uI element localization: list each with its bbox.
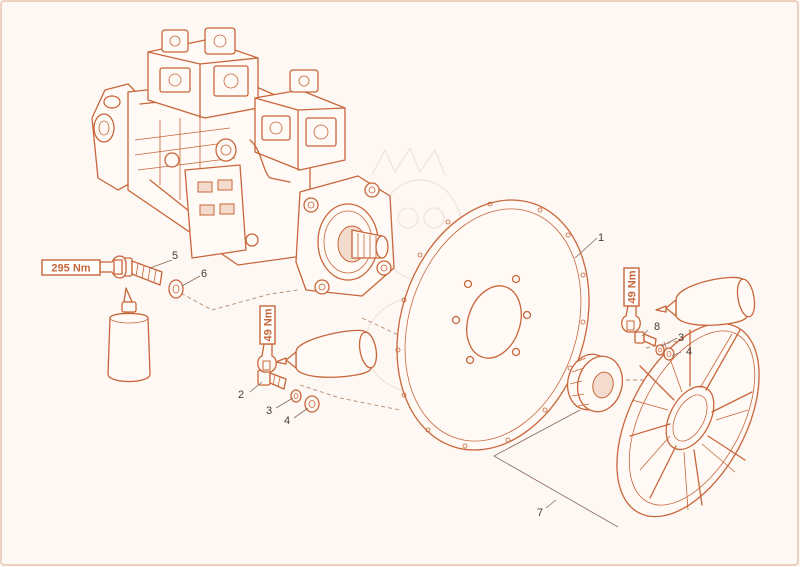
bolt-8 <box>634 331 657 347</box>
part-label-4-right: 4 <box>686 346 692 358</box>
bolt-2 <box>257 369 287 390</box>
part-label-8: 8 <box>654 321 660 333</box>
torque-label-49-left: 49 Nm <box>259 305 276 345</box>
torque-value: 49 Nm <box>627 270 639 303</box>
coupling-star-element <box>616 322 760 518</box>
flywheel-plate <box>395 199 590 451</box>
part-label-7: 7 <box>537 507 543 519</box>
threadlocker-tube-icon <box>275 329 378 378</box>
part-numbers: 1 2 3 4 5 6 7 8 3 4 <box>172 232 692 519</box>
part-label-1: 1 <box>598 232 604 244</box>
wrench-icon <box>257 343 277 373</box>
part-label-2: 2 <box>238 389 244 401</box>
torque-label-295: 295 Nm <box>41 259 101 276</box>
part-label-5: 5 <box>172 250 178 262</box>
washer-3-right <box>655 344 665 356</box>
wrench-icon <box>99 255 127 279</box>
washer-4-right <box>663 347 675 361</box>
threadlocker-tube-icon <box>655 276 756 326</box>
washer-4-left <box>304 395 320 413</box>
leader-lines <box>149 237 682 528</box>
part-label-3: 3 <box>266 405 272 417</box>
washer-6 <box>168 279 184 299</box>
torque-value: 295 Nm <box>51 263 90 275</box>
washer-3-left <box>290 389 302 403</box>
adhesive-bottle-icon <box>107 287 151 383</box>
hydraulic-pump-assembly <box>91 27 395 297</box>
part-label-6: 6 <box>201 268 207 280</box>
part-label-4: 4 <box>284 415 290 427</box>
part-label-3-right: 3 <box>678 332 684 344</box>
torque-value: 49 Nm <box>263 308 275 341</box>
wrench-icon <box>621 305 641 333</box>
flywheel-bolt-holes <box>395 201 586 449</box>
torque-label-49-right: 49 Nm <box>623 267 640 307</box>
coupling-hub <box>566 353 624 413</box>
